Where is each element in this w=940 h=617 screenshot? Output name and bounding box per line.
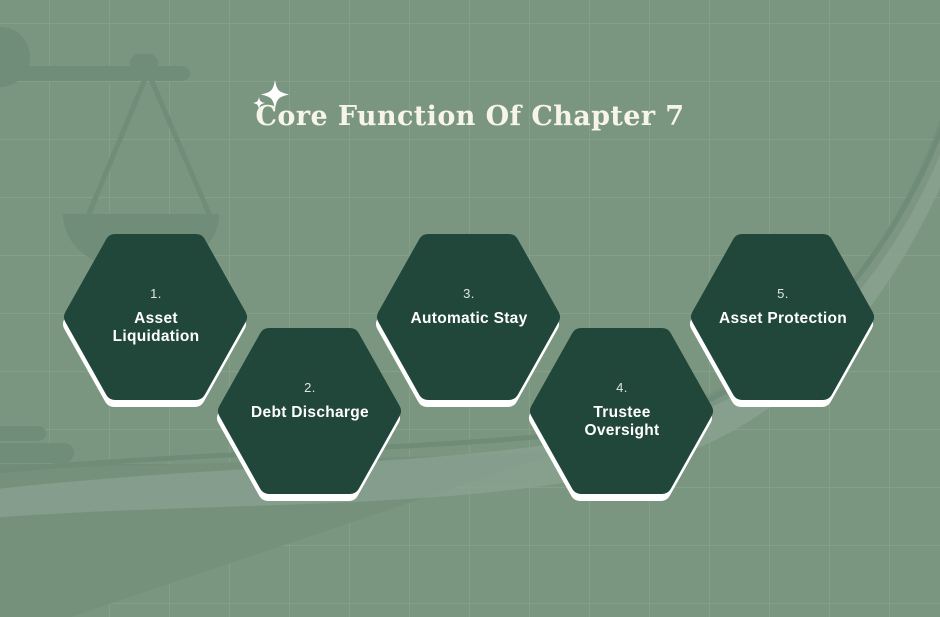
hexagon-text: 4. Trustee Oversight bbox=[527, 327, 717, 507]
hexagon-number: 2. bbox=[304, 380, 316, 395]
hexagon-item-5: 5. Asset Protection bbox=[688, 233, 878, 413]
hexagon-label: Debt Discharge bbox=[251, 404, 369, 421]
hexagon-item-4: 4. Trustee Oversight bbox=[527, 327, 717, 507]
hexagon-label: Trustee Oversight bbox=[584, 404, 660, 439]
hexagon-label: Automatic Stay bbox=[410, 310, 528, 327]
hexagon-shape bbox=[63, 234, 247, 407]
page-title: Core Function Of Chapter 7 bbox=[255, 101, 685, 132]
hexagon-text: 3. Automatic Stay bbox=[374, 233, 564, 413]
hexagon-item-3: 3. Automatic Stay bbox=[374, 233, 564, 413]
sparkle-icon bbox=[253, 80, 289, 109]
hexagon-text: 2. Debt Discharge bbox=[215, 327, 405, 507]
hexagon-shape bbox=[217, 328, 401, 501]
hexagon-shape bbox=[529, 328, 713, 501]
hexagon-text: 5. Asset Protection bbox=[688, 233, 878, 413]
hexagon-number: 1. bbox=[150, 286, 162, 301]
hexagon-number: 3. bbox=[463, 286, 475, 301]
title-row: Core Function Of Chapter 7 bbox=[0, 0, 940, 160]
hexagon-label: Asset Protection bbox=[719, 310, 847, 327]
hexagon-shape bbox=[376, 234, 560, 407]
hexagon-item-2: 2. Debt Discharge bbox=[215, 327, 405, 507]
hexagon-label: Asset Liquidation bbox=[112, 310, 200, 345]
hexagon-text: 1. Asset Liquidation bbox=[61, 233, 251, 413]
hexagon-item-1: 1. Asset Liquidation bbox=[61, 233, 251, 413]
hexagon-shape bbox=[690, 234, 874, 407]
hexagon-number: 4. bbox=[616, 380, 628, 395]
hexagon-number: 5. bbox=[777, 286, 789, 301]
